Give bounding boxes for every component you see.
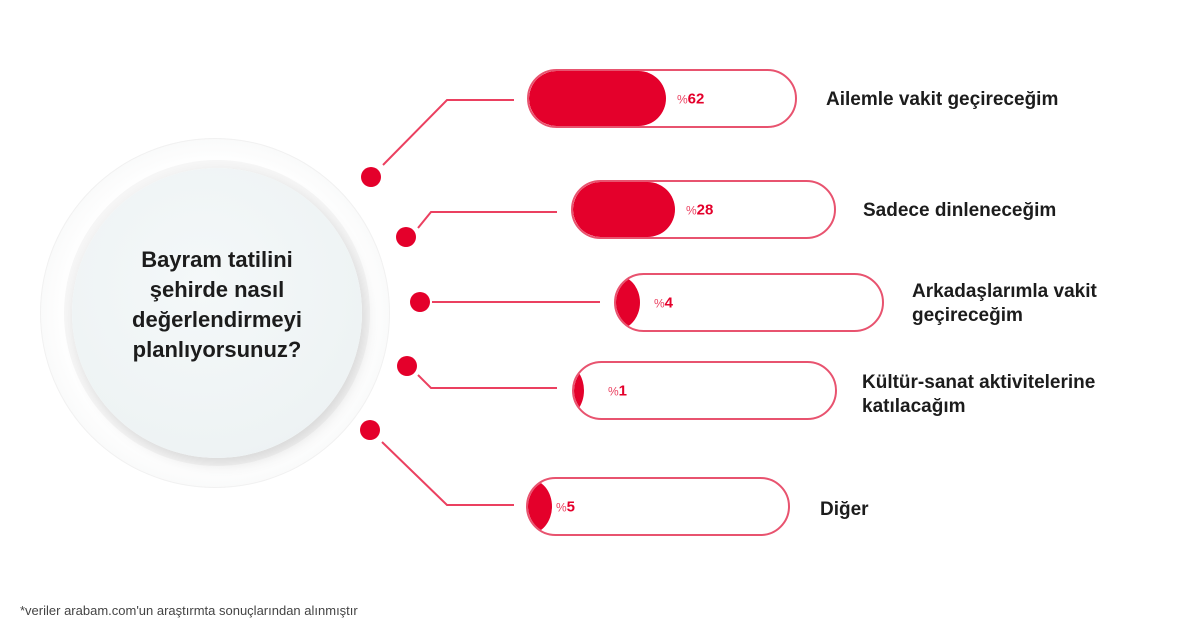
bar-fill (528, 479, 552, 534)
bar-fill (529, 71, 666, 126)
bar-value: %28 (686, 201, 714, 218)
connector-5 (381, 441, 514, 506)
bar-label: Diğer (820, 499, 869, 520)
bar-label: Ailemle vakit geçireceğim (826, 89, 1059, 110)
bar-label: Sadece dinleneceğim (863, 200, 1057, 221)
bar-ailemle: %62 (527, 69, 797, 128)
bar-value: %1 (608, 382, 628, 399)
connector-dot (396, 227, 416, 247)
connector-dot (410, 292, 430, 312)
question-title: Bayram tatilini şehirde nasıl değerlendi… (97, 245, 337, 365)
question-line: değerlendirmeyi (132, 307, 302, 332)
connector-2 (417, 211, 557, 229)
bar-fill (574, 363, 584, 418)
bar-label: Kültür-sanat aktivitelerine katılacağım (862, 372, 1096, 417)
question-line: planlıyorsunuz? (132, 337, 302, 362)
source-footnote: *veriler arabam.com'un araştırmta sonuçl… (20, 603, 358, 618)
bar-value: %5 (556, 498, 576, 515)
bar-kultur-sanat: %1 (572, 361, 837, 420)
bar-value: %62 (677, 90, 705, 107)
bar-fill (616, 275, 640, 330)
question-circle: Bayram tatilini şehirde nasıl değerlendi… (72, 168, 362, 458)
question-line: Bayram tatilini (141, 247, 293, 272)
bar-sadece: %28 (571, 180, 836, 239)
connector-dot (360, 420, 380, 440)
bar-label: Arkadaşlarımla vakit geçireceğim (912, 281, 1097, 326)
bar-value: %4 (654, 294, 674, 311)
bar-fill (573, 182, 675, 237)
bar-arkadaslarimla: %4 (614, 273, 884, 332)
bar-diger: %5 (526, 477, 790, 536)
connector-1 (382, 99, 514, 166)
connector-dot (361, 167, 381, 187)
connector-4 (417, 374, 557, 389)
question-line: şehirde nasıl (149, 277, 285, 302)
connector-dot (397, 356, 417, 376)
